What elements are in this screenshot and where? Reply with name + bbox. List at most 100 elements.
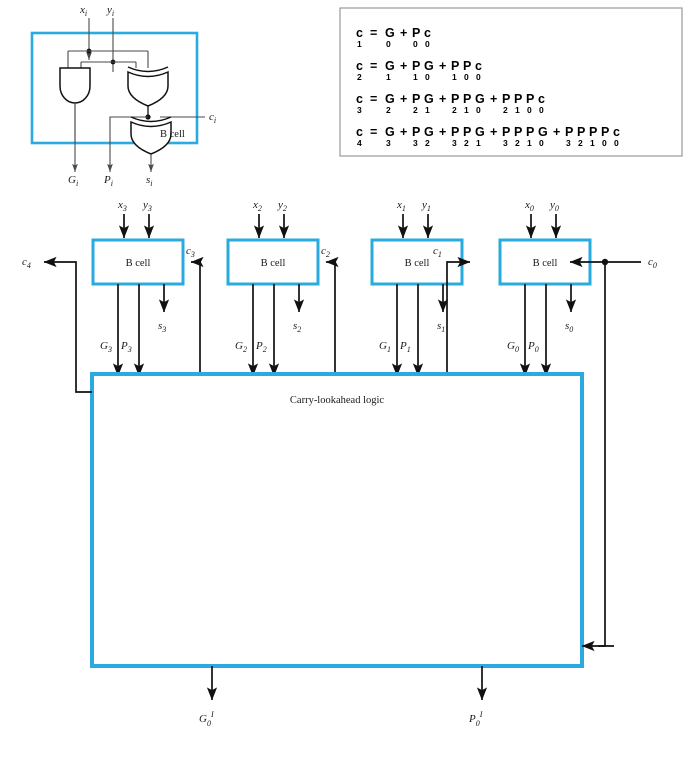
xor-gate-propagate: [127, 70, 169, 107]
bcell-detail-group: xi yi ci: [30, 4, 216, 188]
equation-factor: P: [463, 59, 471, 73]
equation-factor: G: [385, 59, 395, 73]
bcell-detail-p-label: Pi: [103, 174, 113, 188]
equation-operator: +: [400, 59, 407, 73]
equation-operator: +: [490, 125, 497, 139]
c4-label: c4: [22, 256, 31, 270]
equation-factor-subscript: 3: [413, 138, 418, 148]
bcell-0-label: B cell: [533, 258, 558, 269]
equation-factor-subscript: 0: [539, 105, 544, 115]
c0-input-group: c0: [569, 256, 657, 652]
equation-factor-subscript: 0: [602, 138, 607, 148]
p-output-wire: [107, 116, 148, 172]
equation-factor-subscript: 1: [527, 138, 532, 148]
equation-factor: P: [577, 125, 585, 139]
equation-lhs: c: [356, 59, 363, 73]
c0-label: c0: [648, 256, 657, 270]
bcell-2-label: B cell: [261, 258, 286, 269]
c0-wire-down: [598, 262, 606, 647]
bcell-2-y-input-label: y2: [277, 199, 287, 213]
bcell-1-p-label: P1: [399, 340, 411, 354]
equation-factor: G: [385, 92, 395, 106]
equation-factor: P: [514, 92, 522, 106]
bcell-2-box[interactable]: [226, 238, 320, 286]
equation-factor-subscript: 2: [503, 105, 508, 115]
equation-operator: =: [370, 26, 377, 40]
bcell-3-y-input-label: y3: [142, 199, 152, 213]
equations-panel: c1=G0+P0c0c2=G1+P1G0+P1P0c0c3=G2+P2G1+P2…: [339, 7, 683, 157]
bcell-1-carry-in-label: c1: [433, 245, 442, 259]
equation-lhs-subscript: 4: [357, 138, 362, 148]
bcell-3-carry-in-label: c3: [186, 245, 195, 259]
bcell-0-x-input-label: x0: [524, 199, 534, 213]
equation-factor-subscript: 1: [476, 138, 481, 148]
equation-factor: P: [451, 92, 459, 106]
equation-factor: G: [385, 26, 395, 40]
equation-factor-subscript: 3: [566, 138, 571, 148]
equation-lhs-subscript: 2: [357, 72, 362, 82]
equation-factor-subscript: 2: [464, 138, 469, 148]
c0-junction-dot: [601, 258, 609, 266]
equation-factor-subscript: 1: [464, 105, 469, 115]
equation-factor: G: [385, 125, 395, 139]
equation-factor: P: [589, 125, 597, 139]
equation-operator: =: [370, 59, 377, 73]
equation-lhs-subscript: 3: [357, 105, 362, 115]
bcell-detail-ci-label: ci: [209, 111, 216, 125]
bcell-2-x-input-label: x2: [252, 199, 262, 213]
equation-factor-subscript: 2: [425, 138, 430, 148]
bcell-detail-g-label: Gi: [68, 174, 78, 188]
equation-factor: P: [601, 125, 609, 139]
equation-factor-subscript: 2: [515, 138, 520, 148]
equation-factor: P: [463, 125, 471, 139]
bcell-detail-boundary: [30, 31, 199, 145]
equation-factor: P: [412, 59, 420, 73]
bcell-detail-y-label: yi: [106, 4, 114, 18]
bcell-detail-s-label: si: [146, 174, 153, 188]
bcell-1-sum-label: s1: [437, 320, 445, 334]
equation-operator: +: [400, 92, 407, 106]
equation-operator: +: [439, 92, 446, 106]
equation-factor: P: [412, 92, 420, 106]
equation-factor-subscript: 0: [425, 39, 430, 49]
bcell-1-y-input-label: y1: [421, 199, 431, 213]
bcell-3-label: B cell: [126, 258, 151, 269]
equation-operator: +: [439, 125, 446, 139]
equation-factor: G: [424, 125, 434, 139]
equations-list: c1=G0+P0c0c2=G1+P1G0+P1P0c0c3=G2+P2G1+P2…: [356, 26, 620, 148]
equation-lhs: c: [356, 92, 363, 106]
xor-gate-propagate-curve: [127, 66, 169, 73]
bcell-3-g-label: G3: [100, 340, 112, 354]
bcell-3-box[interactable]: [91, 238, 185, 286]
equation-factor-subscript: 3: [386, 138, 391, 148]
equation-factor: G: [538, 125, 548, 139]
cla-box: [90, 372, 584, 668]
equation-factor: P: [412, 26, 420, 40]
equation-factor-subscript: 2: [578, 138, 583, 148]
equation-factor: P: [451, 125, 459, 139]
equation-factor-subscript: 0: [476, 105, 481, 115]
equation-operator: =: [370, 92, 377, 106]
equation-operator: +: [400, 26, 407, 40]
bcell-3-carry-in-wire: [190, 256, 204, 374]
equation-factor: G: [475, 125, 485, 139]
bcell-1-carry-in-wire: [446, 256, 471, 374]
equation-factor: P: [526, 125, 534, 139]
xor-gate-sum-curve: [130, 116, 172, 123]
bcell-2-carry-in-wire: [325, 256, 339, 374]
bcell-3-p-label: P3: [120, 340, 132, 354]
equation-factor-subscript: 1: [386, 72, 391, 82]
bcell-3-sum-label: s3: [158, 320, 166, 334]
equation-factor: c: [613, 125, 620, 139]
equation-factor: c: [475, 59, 482, 73]
equation-factor-subscript: 2: [452, 105, 457, 115]
bcell-0-y-input-label: y0: [549, 199, 559, 213]
xor-gate-sum: [130, 120, 172, 155]
